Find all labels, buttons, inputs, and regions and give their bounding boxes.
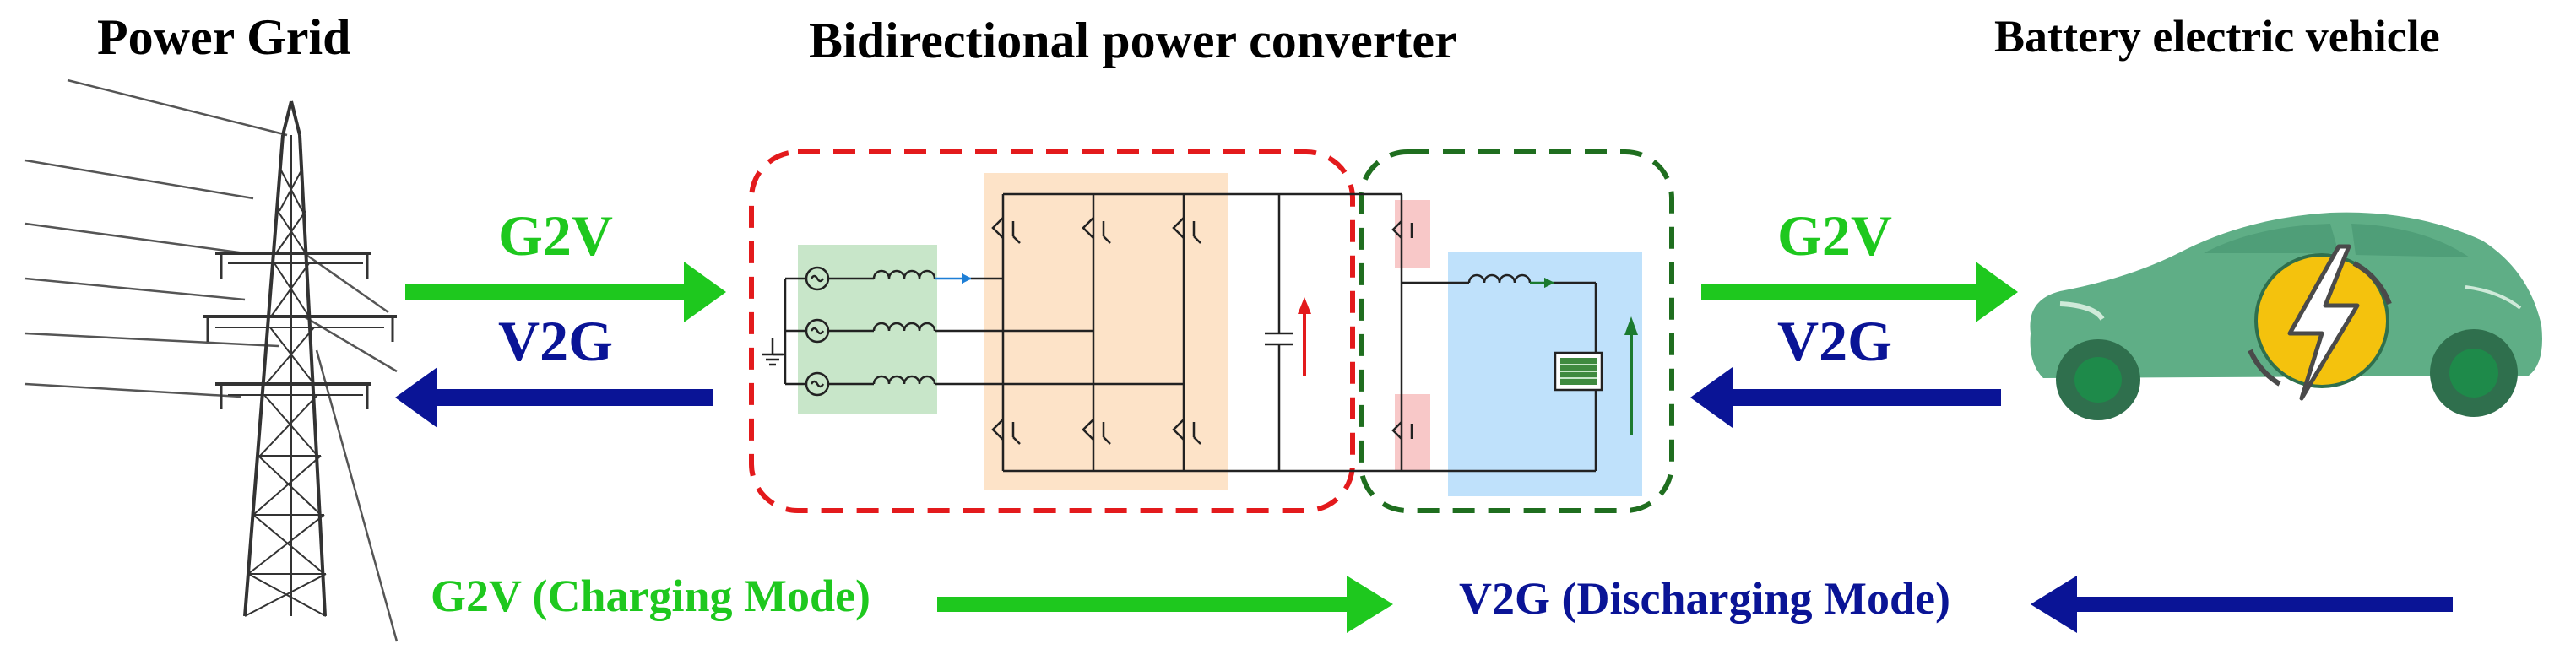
dc-filter-block	[1448, 252, 1642, 496]
transmission-tower-icon	[24, 78, 399, 642]
converter-title: Bidirectional power converter	[809, 13, 1457, 68]
ac-filter-block	[798, 245, 937, 414]
flow-label-right-v2g: V2G	[1777, 309, 1892, 373]
flow-label-left-g2v: G2V	[498, 203, 613, 268]
flow-label-right-g2v: G2V	[1777, 203, 1892, 268]
charging-mode-label: G2V (Charging Mode)	[431, 571, 870, 621]
power-grid-title: Power Grid	[97, 9, 351, 65]
right-g2v-arrow	[1701, 262, 2018, 322]
right-v2g-arrow	[1690, 367, 2001, 428]
dc-dc-stage-boundary	[1359, 149, 1674, 513]
discharging-mode-label: V2G (Discharging Mode)	[1459, 573, 1950, 624]
vehicle-title: Battery electric vehicle	[1994, 11, 2440, 62]
left-v2g-arrow	[395, 367, 713, 428]
left-g2v-arrow	[405, 262, 726, 322]
charging-mode-arrow	[937, 576, 1393, 633]
lightning-bolt-icon	[2248, 244, 2392, 401]
ac-dc-stage-boundary	[749, 149, 1355, 513]
battery-pack-icon	[1554, 351, 1603, 392]
discharging-mode-arrow	[2031, 576, 2453, 633]
flow-label-left-v2g: V2G	[498, 309, 613, 373]
